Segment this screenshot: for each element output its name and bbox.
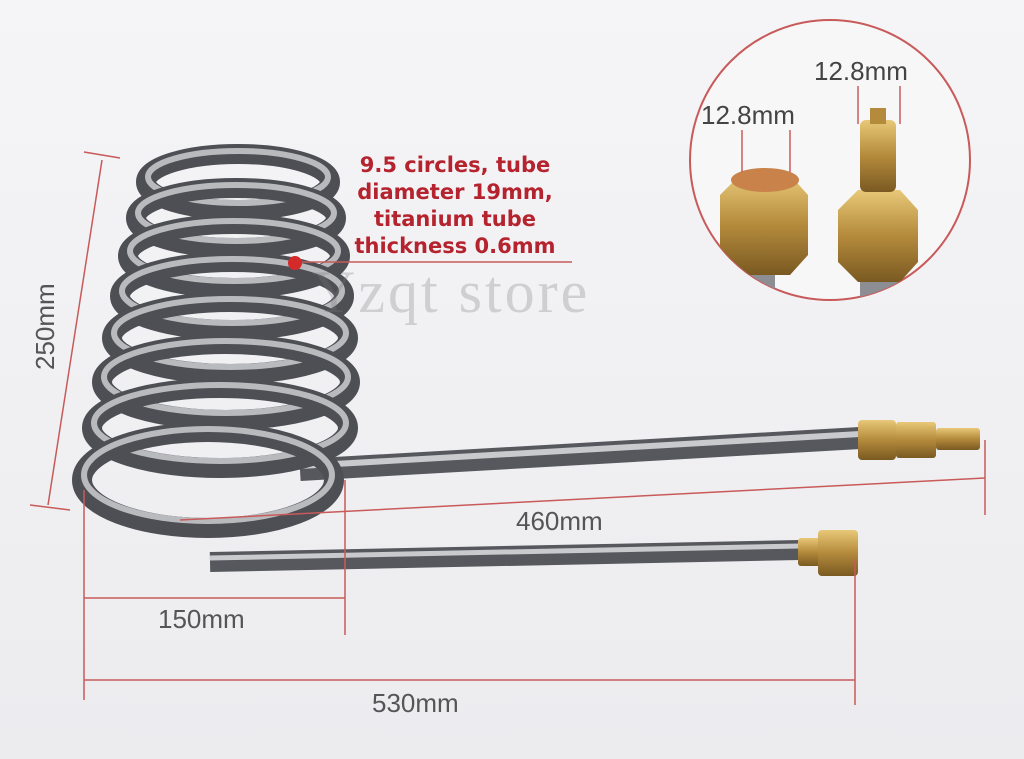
outlet-pipe-upper: [299, 427, 861, 481]
total-length-label: 530mm: [372, 688, 459, 718]
marker-dot: [288, 256, 302, 270]
fitting-b-label: 12.8mm: [814, 56, 908, 86]
coil-loop-highlight: [135, 182, 337, 244]
height-label: 250mm: [30, 283, 60, 370]
coil-loop-highlight: [119, 256, 345, 326]
coil-width-label: 150mm: [158, 604, 245, 634]
coil-loop-highlight: [111, 296, 349, 370]
brass-fitting-upper: [858, 420, 980, 460]
coil-loop-highlight: [145, 148, 331, 206]
coil-loop-highlight: [127, 218, 341, 284]
brass-fitting-lower: [798, 530, 858, 576]
spec-note: 9.5 circles, tube diameter 19mm, titaniu…: [340, 152, 570, 260]
dimension-lines: [29, 151, 986, 705]
titanium-coil: [72, 144, 360, 538]
spec-line-3: titanium tube: [373, 207, 536, 231]
coil-loop-highlight: [101, 338, 351, 416]
store-watermark: Yzqt store: [312, 259, 591, 325]
fitting-a-label: 12.8mm: [701, 100, 795, 130]
outlet-pipe-lower: [209, 540, 801, 572]
spec-line-1: 9.5 circles, tube: [359, 153, 551, 177]
spec-line-4: thickness 0.6mm: [354, 234, 556, 258]
coil-loop-highlight: [81, 426, 335, 524]
spec-line-2: diameter 19mm,: [357, 180, 553, 204]
coil-loop-highlight: [91, 382, 349, 464]
length-long-label: 460mm: [516, 506, 603, 536]
